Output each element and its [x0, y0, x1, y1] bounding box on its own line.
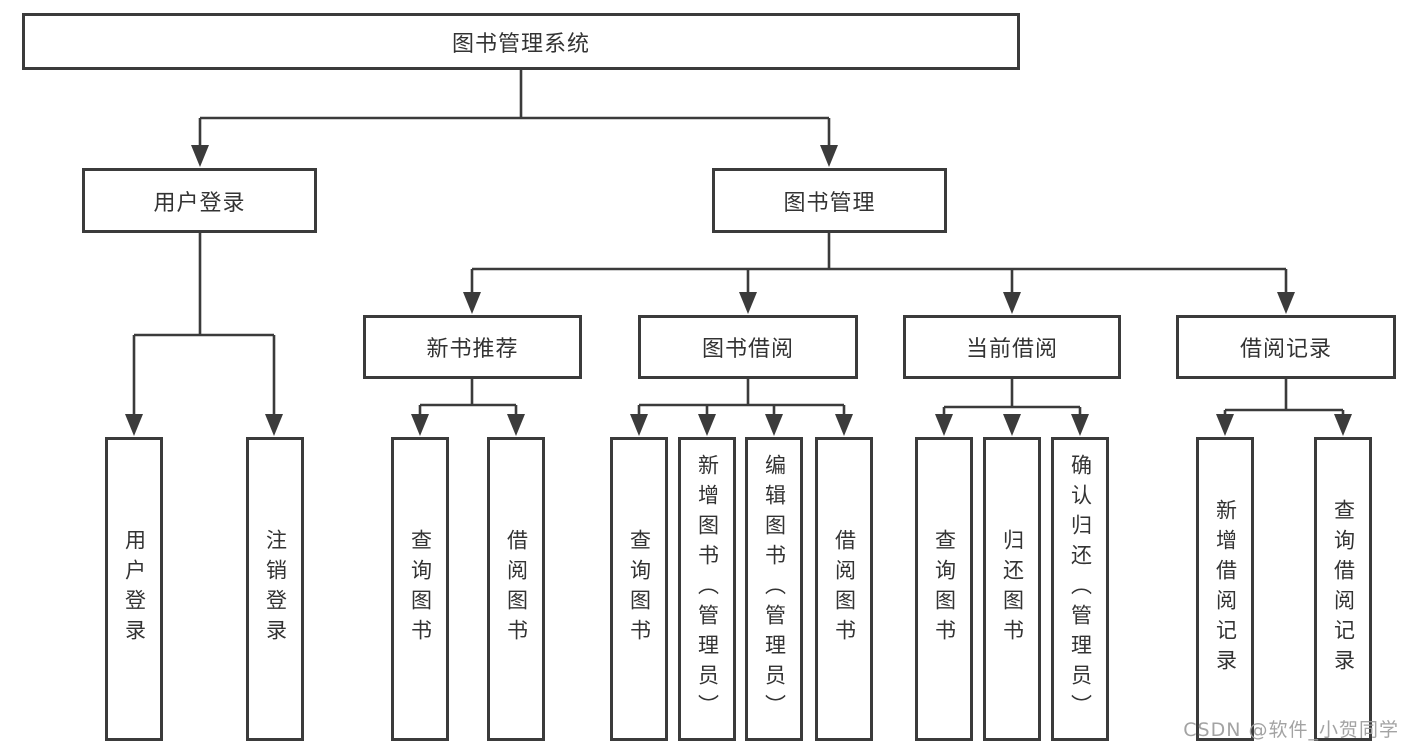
csdn-watermark: CSDN @软件_小贺同学	[1183, 719, 1399, 741]
node-root: 图书管理系统	[22, 13, 1020, 70]
leaf-borrow-book: 借阅图书	[815, 437, 873, 741]
leaf-logout: 注销登录	[246, 437, 304, 741]
node-book-management: 图书管理	[712, 168, 947, 233]
connector-new-book-children	[411, 379, 525, 436]
node-book-borrow: 图书借阅	[638, 315, 858, 379]
connector-current-borrow-children	[935, 379, 1089, 436]
leaf-edit-book-admin: 编辑图书（管理员）	[745, 437, 803, 741]
connector-user-login-children	[125, 233, 283, 436]
connector-root-to-level2	[191, 70, 838, 167]
leaf-add-borrow-record: 新增借阅记录	[1196, 437, 1254, 741]
leaf-query-book-borrow: 查询图书	[610, 437, 668, 741]
connector-book-management-children	[463, 233, 1295, 314]
node-current-borrow: 当前借阅	[903, 315, 1121, 379]
node-user-login: 用户登录	[82, 168, 317, 233]
connector-book-borrow-children	[630, 379, 853, 436]
leaf-query-borrow-record: 查询借阅记录	[1314, 437, 1372, 741]
leaf-add-book-admin: 新增图书（管理员）	[678, 437, 736, 741]
leaf-return-book: 归还图书	[983, 437, 1041, 741]
node-borrow-records: 借阅记录	[1176, 315, 1396, 379]
leaf-user-login: 用户登录	[105, 437, 163, 741]
leaf-confirm-return-admin: 确认归还（管理员）	[1051, 437, 1109, 741]
leaf-borrow-book-recommend: 借阅图书	[487, 437, 545, 741]
leaf-query-book-recommend: 查询图书	[391, 437, 449, 741]
connector-borrow-records-children	[1216, 379, 1352, 436]
leaf-query-book-current: 查询图书	[915, 437, 973, 741]
node-new-book-recommend: 新书推荐	[363, 315, 582, 379]
